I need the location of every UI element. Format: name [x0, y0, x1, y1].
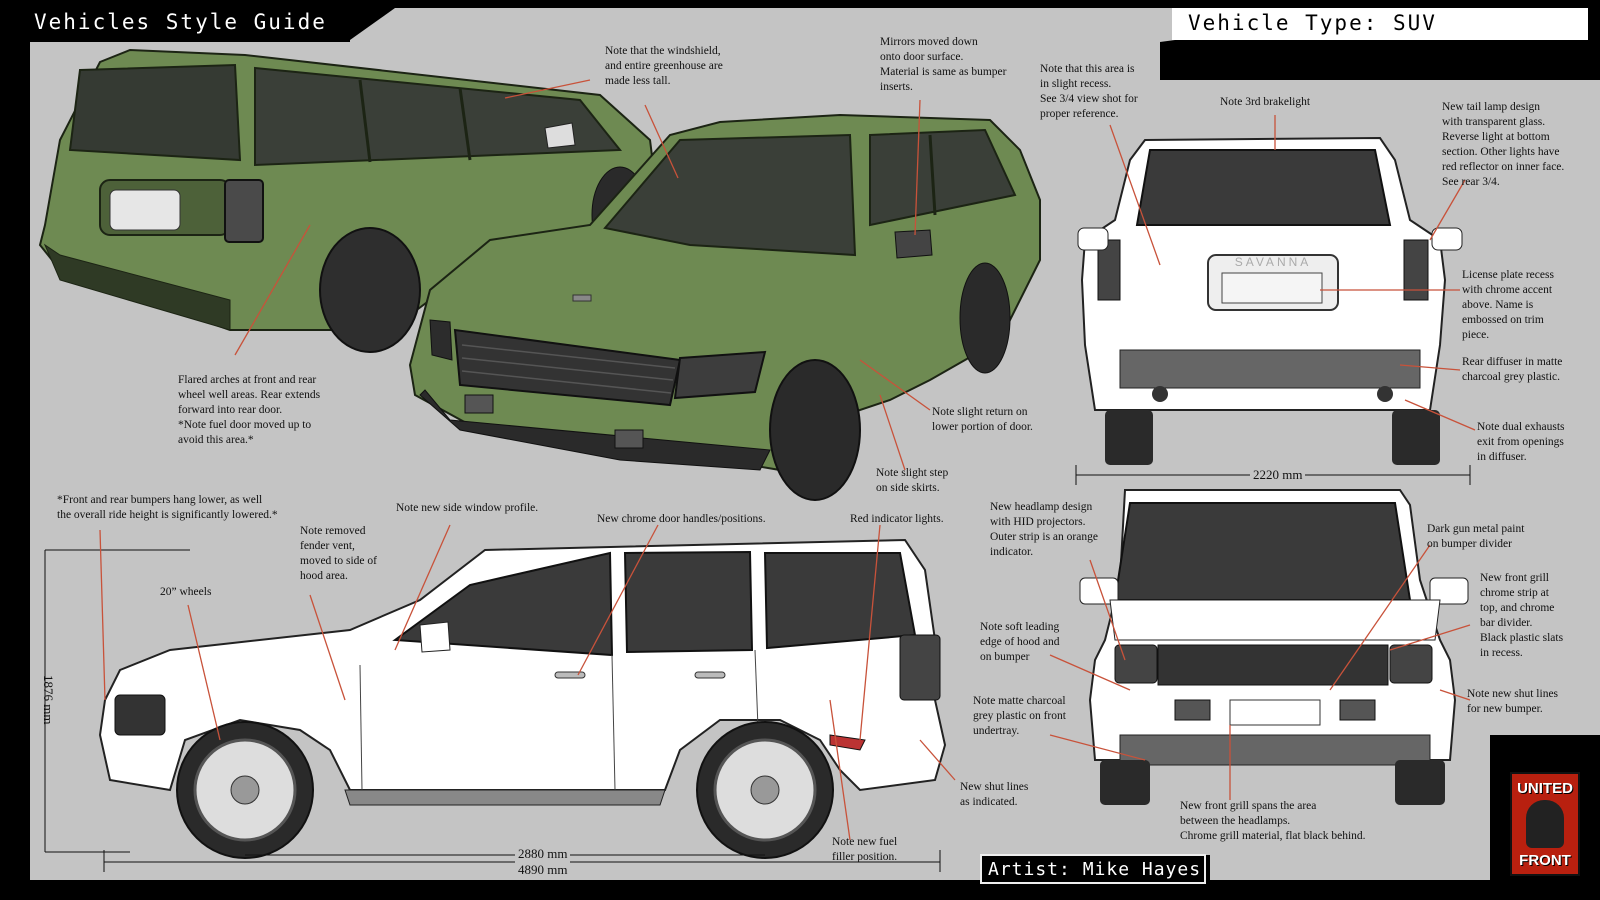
- note-mirrors: Mirrors moved down onto door surface. Ma…: [880, 36, 1007, 93]
- front-three-quarter-view: [408, 113, 1041, 501]
- front-view: [1079, 489, 1469, 805]
- artist-credit: Artist: Mike Hayes: [980, 854, 1206, 884]
- note-headlamp: New headlamp design with HID projectors.…: [990, 501, 1098, 558]
- note-shut-lines-front: Note new shut lines for new bumper.: [1467, 688, 1559, 715]
- front-wheel: [176, 721, 314, 859]
- note-recess: Note that this area is in slight recess.…: [1040, 63, 1138, 120]
- vehicle-type-label: Vehicle Type: SUV: [1172, 8, 1588, 40]
- note-side-skirts: Note slight step on side skirts.: [876, 467, 949, 494]
- length-dimension: 4890 mm: [515, 862, 571, 878]
- note-flared-arches: Flared arches at front and rear wheel we…: [178, 374, 321, 446]
- leader-lines: [99, 79, 1476, 841]
- note-soft-edge: Note soft leading edge of hood and on bu…: [980, 621, 1060, 663]
- note-shut-lines-side: New shut lines as indicated.: [960, 781, 1029, 808]
- note-side-window: Note new side window profile.: [396, 502, 539, 514]
- note-license-plate: License plate recess with chrome accent …: [1462, 269, 1554, 341]
- note-door-return: Note slight return on lower portion of d…: [932, 406, 1033, 433]
- note-exhausts: Note dual exhausts exit from openings in…: [1477, 421, 1565, 463]
- note-brakelight: Note 3rd brakelight: [1220, 96, 1311, 108]
- soldier-icon: [1526, 800, 1564, 848]
- united-front-logo: UNITED FRONT: [1510, 772, 1580, 876]
- note-windshield: Note that the windshield, and entire gre…: [605, 45, 723, 87]
- note-fender-vent: Note removed fender vent, moved to side …: [300, 525, 377, 582]
- rear-view: SAVANNA: [1077, 136, 1463, 465]
- note-fuel-filler: Note new fuel filler position.: [832, 836, 898, 863]
- note-indicator: Red indicator lights.: [850, 513, 944, 525]
- note-diffuser: Rear diffuser in matte charcoal grey pla…: [1462, 356, 1563, 383]
- note-tail-lamp: New tail lamp design with transparent gl…: [1442, 101, 1565, 188]
- note-door-handles: New chrome door handles/positions.: [597, 513, 766, 525]
- note-wheels: 20” wheels: [160, 586, 212, 598]
- note-gunmetal: Dark gun metal paint on bumper divider: [1427, 523, 1525, 550]
- note-grill-spans: New front grill spans the area between t…: [1180, 800, 1366, 842]
- rear-wheel: [696, 721, 834, 859]
- rear-width-dimension: 2220 mm: [1250, 467, 1306, 483]
- note-matte-charcoal: Note matte charcoal grey plastic on fron…: [973, 695, 1066, 737]
- page-title: Vehicles Style Guide: [0, 0, 350, 42]
- note-front-grill: New front grill chrome strip at top, and…: [1480, 572, 1564, 659]
- height-dimension: 1876 mm: [41, 675, 56, 725]
- side-view: [98, 538, 947, 859]
- note-bumpers: *Front and rear bumpers hang lower, as w…: [57, 494, 278, 521]
- wheelbase-dimension: 2880 mm: [515, 846, 571, 862]
- emboss-text: SAVANNA: [1235, 255, 1312, 269]
